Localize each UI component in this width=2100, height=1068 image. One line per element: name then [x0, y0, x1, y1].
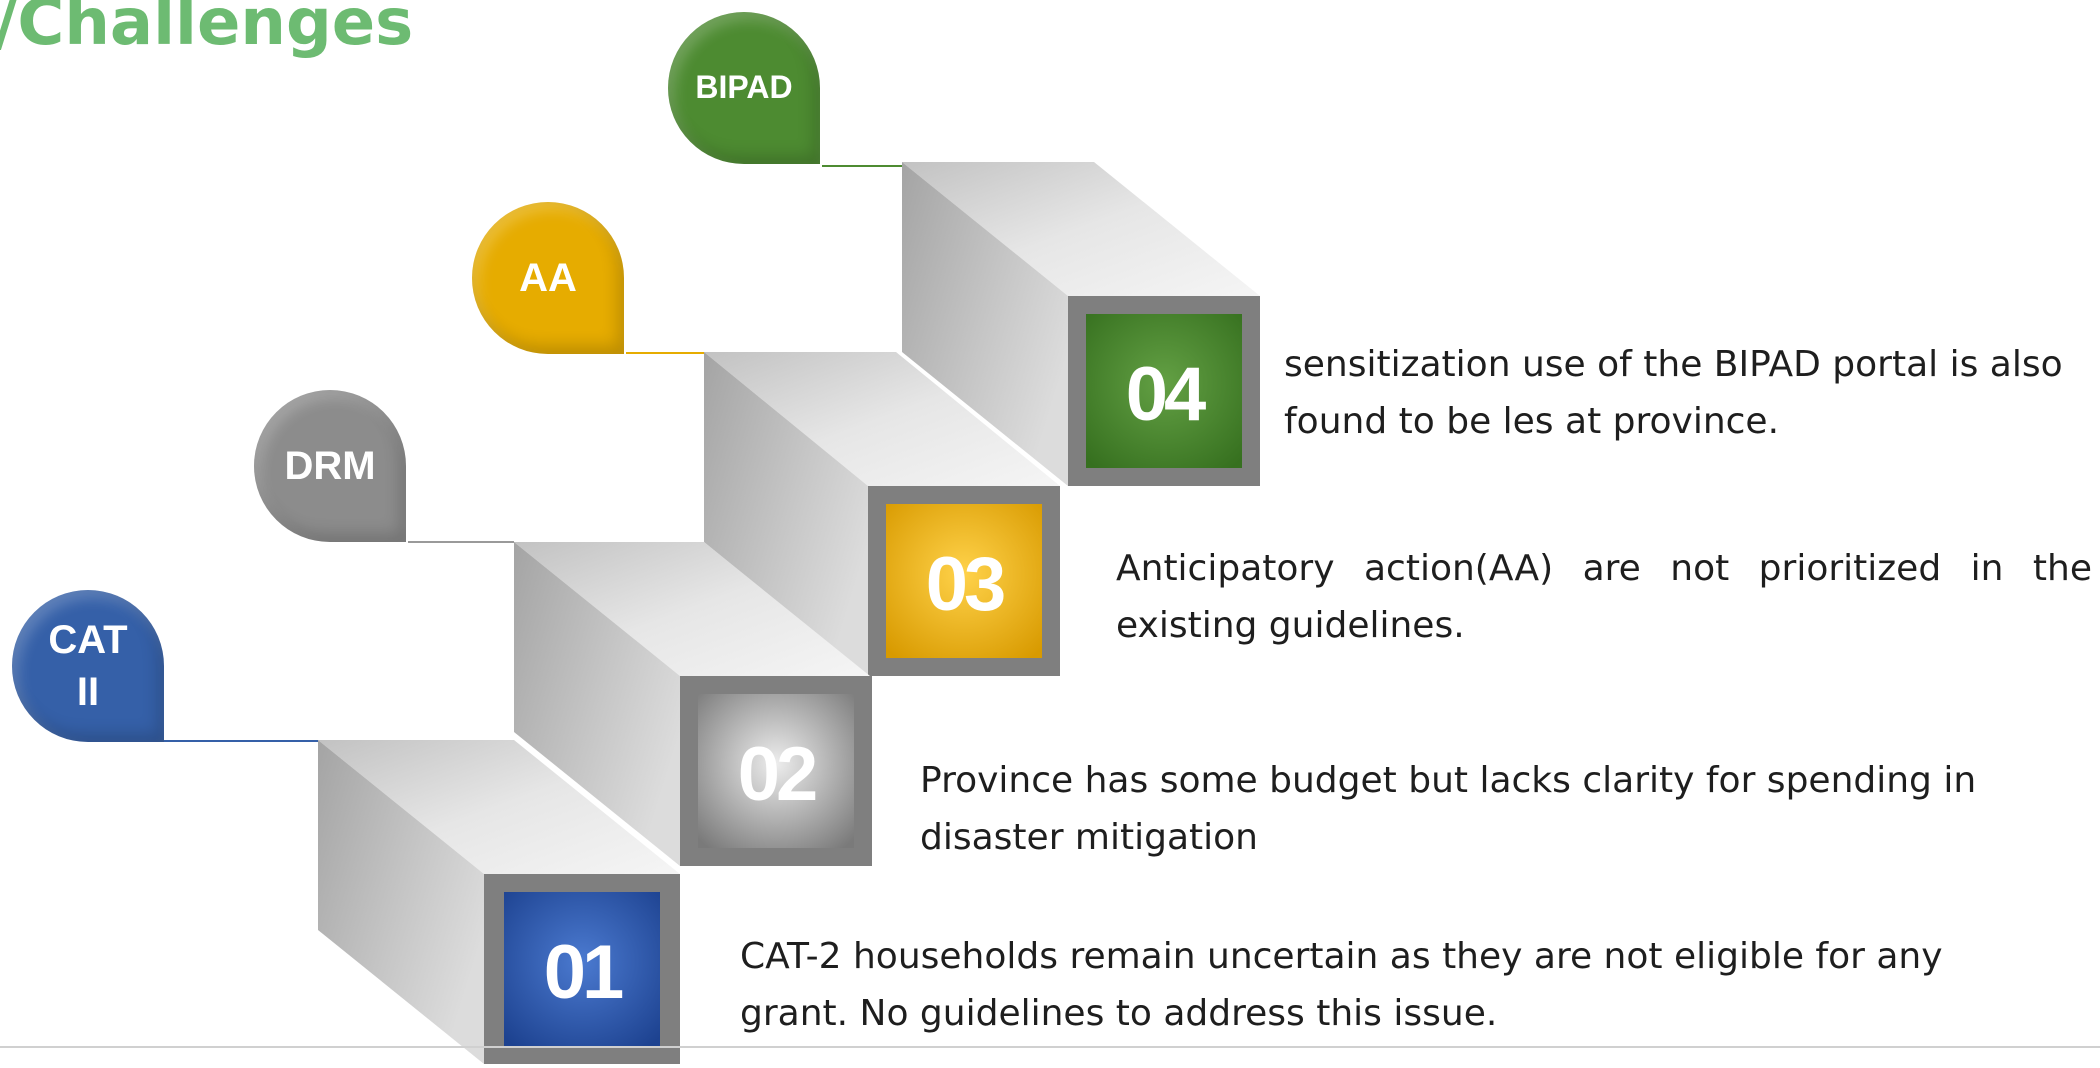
- step-side-04: [902, 162, 1068, 486]
- step-face-02: [698, 694, 854, 848]
- step-face-01: [504, 892, 660, 1046]
- step-top-02: [514, 542, 870, 676]
- step-block-04: 04: [902, 162, 1260, 486]
- step-number-03: 03: [926, 542, 1004, 627]
- tag-cat-ii: CAT II: [12, 590, 164, 742]
- description-04: sensitization use of the BIPAD portal is…: [1284, 344, 2063, 442]
- step-side-03: [704, 352, 868, 676]
- step-block-03: 03: [704, 352, 1060, 676]
- tag-aa-label: AA: [519, 256, 577, 300]
- tag-bipad: BIPAD: [668, 12, 820, 164]
- tag-drm: DRM: [254, 390, 406, 542]
- step-face-03: [886, 504, 1042, 658]
- tag-aa: AA: [472, 202, 624, 354]
- description-02: Province has some budget but lacks clari…: [920, 760, 1977, 858]
- step-block-01: 01: [318, 740, 680, 1064]
- description-03: Anticipatory action(AA) are not prioriti…: [1116, 548, 2092, 646]
- step-block-02: 02: [514, 542, 872, 866]
- tag-cat-ii-label: CAT II: [48, 618, 128, 714]
- tag-bipad-label: BIPAD: [695, 69, 793, 106]
- step-number-04: 04: [1126, 352, 1206, 437]
- step-face-04: [1086, 314, 1242, 468]
- bottom-divider: [0, 1046, 2100, 1048]
- step-top-04: [902, 162, 1260, 296]
- tag-drm-label: DRM: [284, 444, 376, 488]
- step-top-03: [704, 352, 1060, 486]
- page-title: /Challenges: [0, 0, 414, 60]
- step-number-02: 02: [738, 732, 816, 817]
- step-side-02: [514, 542, 680, 866]
- step-number-01: 01: [544, 930, 623, 1015]
- step-side-01: [318, 740, 484, 1064]
- step-top-01: [318, 740, 680, 874]
- description-01: CAT-2 households remain uncertain as the…: [740, 936, 1943, 1034]
